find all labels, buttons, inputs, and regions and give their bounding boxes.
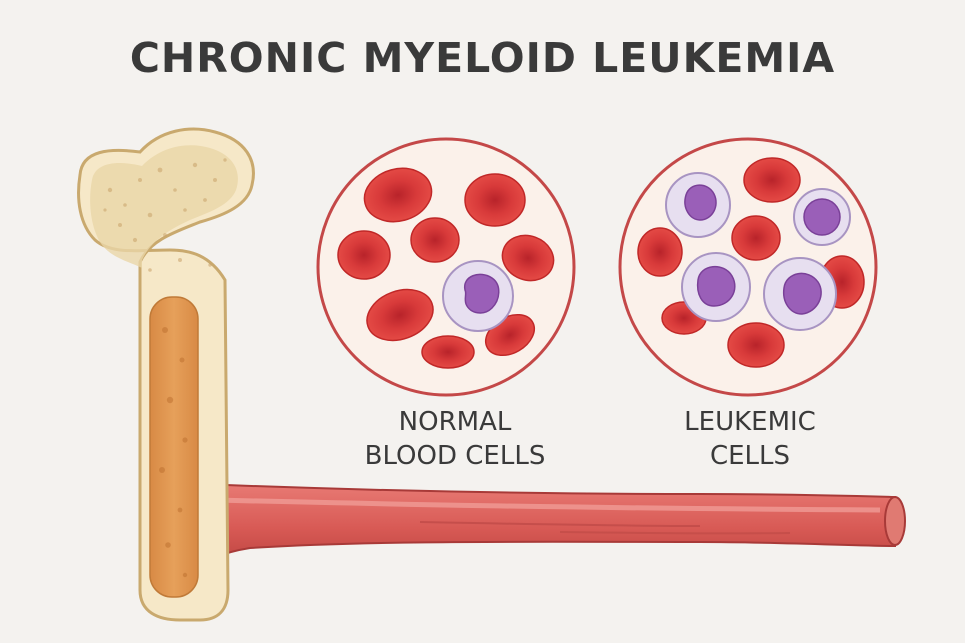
normal-label-line-1: NORMAL bbox=[398, 407, 512, 437]
normal-blood-cells-panel bbox=[316, 137, 576, 397]
bone bbox=[77, 127, 255, 622]
leukemic-cells-label: LEUKEMIC CELLS bbox=[640, 405, 860, 473]
leukemic-white-cells bbox=[665, 172, 851, 331]
leukemic-label-line-1: LEUKEMIC bbox=[684, 407, 816, 437]
blood-vessel bbox=[193, 482, 906, 575]
white-blood-cell bbox=[442, 260, 514, 332]
normal-blood-cells-label: NORMAL BLOOD CELLS bbox=[340, 405, 570, 473]
normal-label-line-2: BLOOD CELLS bbox=[364, 441, 546, 471]
diagram-title: CHRONIC MYELOID LEUKEMIA bbox=[129, 34, 836, 82]
leukemic-cells-panel bbox=[618, 137, 878, 397]
leukemic-label-line-2: CELLS bbox=[709, 441, 791, 471]
